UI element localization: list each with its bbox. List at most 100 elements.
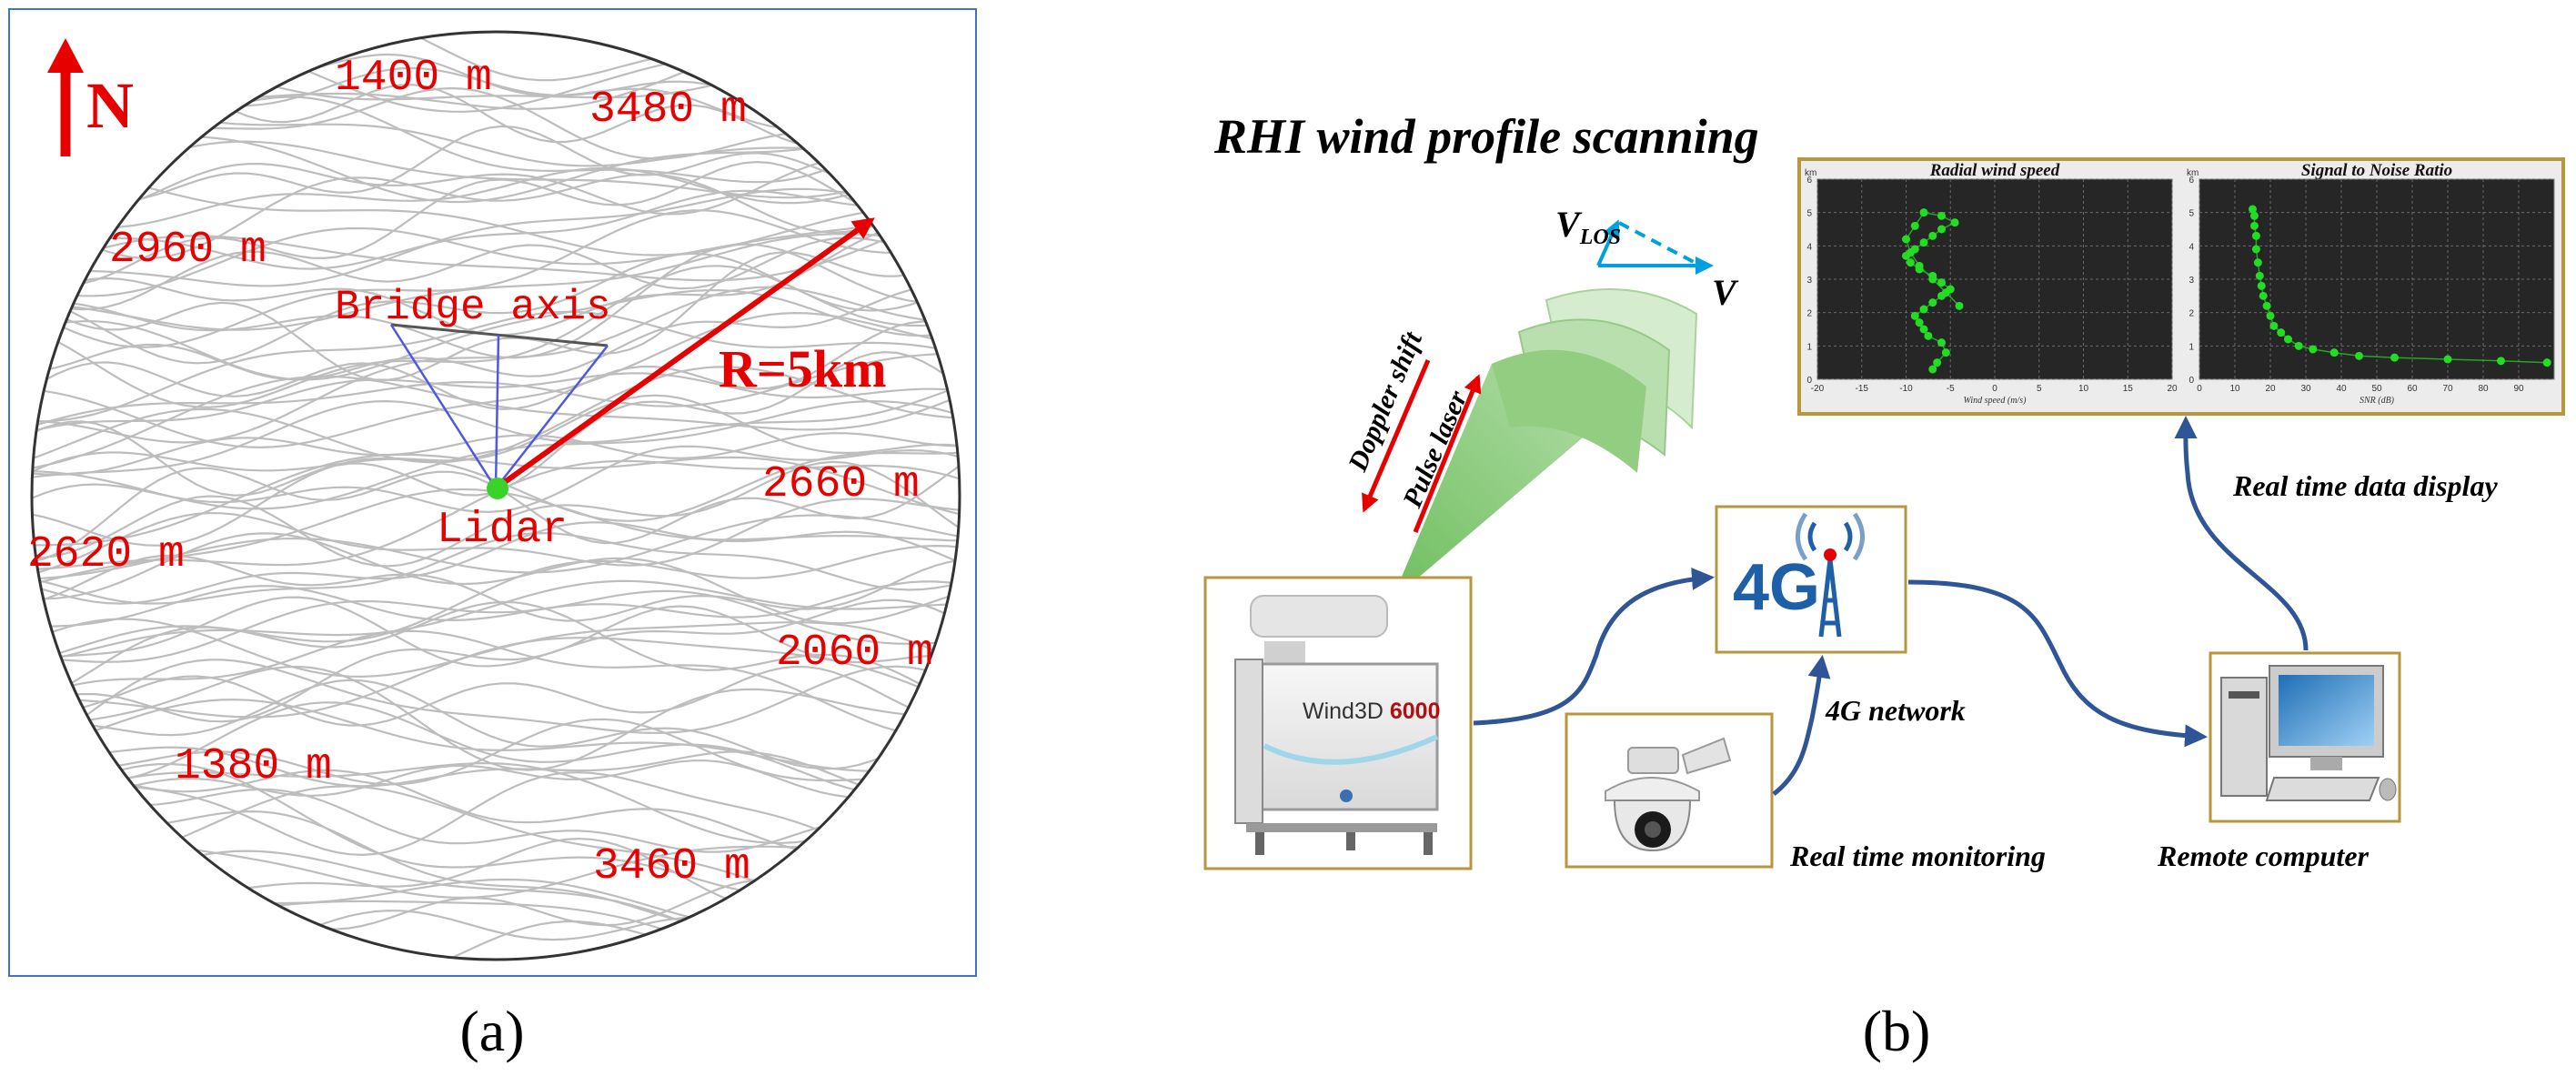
data-point [2257,281,2266,290]
contour-line [32,718,960,790]
series-line [2251,208,2548,364]
bridge-axis [389,323,609,489]
doppler-label: Doppler shift [1343,327,1429,477]
data-point [2309,345,2318,354]
device-name: Wind3D 6000 [1303,699,1441,724]
contour-line [32,372,960,436]
contour-line [32,445,960,514]
contour-line [32,285,960,381]
contour-line [32,788,960,853]
data-point [1937,225,1946,234]
data-point [1902,235,1910,244]
data-point [2249,221,2259,230]
elevation-label: 1400 m [335,54,492,103]
contour-line [32,311,960,449]
contour-line [32,160,960,229]
data-point [1941,348,1950,357]
elevation-label: 2620 m [27,530,185,579]
data-point [2251,245,2260,254]
flow-arrow-4g-to-computer [1907,579,2208,748]
velocity-vectors [1596,219,1714,275]
bridge-axis-label: Bridge axis [335,284,611,331]
data-point [2542,358,2551,367]
data-point [1919,238,1928,247]
data-point [2284,335,2292,344]
contour-line [32,589,960,663]
data-point [2266,311,2275,320]
elevation-label: 3460 m [593,842,750,891]
computer-icon [2209,651,2401,823]
data-point [1928,231,1937,240]
y-axis-label: km [2187,168,2199,178]
data-point [1910,311,1919,320]
x-tick-label: 90 [2513,384,2524,394]
data-point [1919,325,1928,334]
chart-title: Signal to Noise Ratio [2301,161,2452,180]
x-tick-label: -10 [1899,384,1913,394]
x-tick-label: 10 [2078,384,2089,394]
x-tick-label: 0 [2197,384,2202,394]
contour-line [32,189,960,270]
panel-a-caption: (a) [459,999,524,1063]
data-point [2390,353,2399,362]
contour-line [32,596,960,668]
x-tick-label: 50 [2371,384,2382,394]
x-tick-label: 70 [2442,384,2453,394]
contour-line [32,288,960,381]
contour-line [32,148,960,216]
contour-line [32,460,960,568]
y-tick-label: 4 [1806,242,1812,252]
y-tick-label: 6 [1806,176,1812,186]
y-tick-label: 2 [2189,309,2194,319]
data-point [1950,218,1959,227]
data-point [2253,258,2262,267]
data-point [2251,231,2260,240]
data-point [2277,328,2286,337]
vlos-label: VLOS [1555,204,1621,249]
contour-line [32,236,960,311]
monitor-label: Real time monitoring [1789,840,2046,872]
radius-label: R=5km [719,339,887,398]
y-tick-label: 3 [2189,276,2194,286]
lidar-label: Lidar [437,506,568,555]
data-point [1906,248,1915,257]
contour-line [32,320,960,410]
x-tick-label: 0 [1992,384,1997,394]
data-point [2355,351,2363,360]
contour-line [32,233,960,331]
x-tick-label: 20 [2167,384,2178,394]
data-point [2497,357,2505,366]
data-point [2294,341,2303,350]
data-point [2249,205,2257,214]
vlos-subscript: LOS [1579,226,1621,249]
data-point [1915,261,1924,270]
elevation-label: 2660 m [762,460,920,509]
data-point [2255,271,2264,280]
elevation-label: 3480 m [589,85,747,135]
contour-line [32,206,960,297]
data-point [1937,278,1946,287]
chart-title: Radial wind speed [1929,161,2060,180]
x-tick-label: 5 [2037,384,2042,394]
contour-line [32,605,960,723]
panel-b-caption: (b) [1863,999,1931,1063]
x-tick-label: 20 [2265,384,2276,394]
elevation-label: 2960 m [109,226,267,275]
contour-line [32,554,960,622]
contour-line [32,665,960,727]
y-tick-label: 0 [1806,376,1812,386]
north-arrow [47,38,84,156]
data-point [2329,348,2339,357]
x-tick-label: 15 [2123,384,2134,394]
elevation-labels: 1400 m 3480 m 2960 m 2660 m 2620 m 2060 … [27,54,933,891]
contour-line [32,163,960,256]
elevation-label: 2060 m [776,629,933,678]
vlos-main: V [1555,204,1583,245]
flow-arrow-camera-to-4g [1772,655,1831,796]
x-tick-label: 40 [2336,384,2347,394]
x-tick-label: 60 [2407,384,2418,394]
x-tick-label: 10 [2229,384,2240,394]
